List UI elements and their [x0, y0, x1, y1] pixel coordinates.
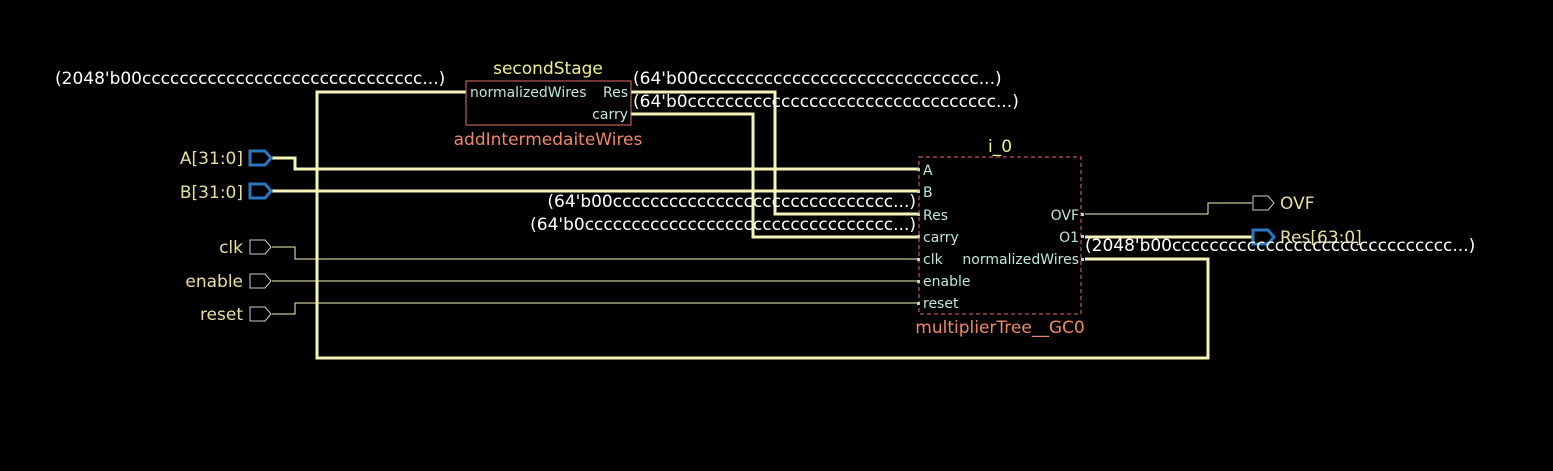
input-port-a[interactable]: A[31:0] [180, 149, 273, 169]
signal-port-icon[interactable] [249, 239, 272, 255]
wire-ovf[interactable] [1085, 202, 1252, 215]
pin-label-carry: carry [923, 230, 959, 246]
wire-group [272, 90, 1252, 360]
port-label: enable [185, 272, 243, 292]
pin-label-carry: carry [592, 107, 628, 123]
pin-label-enable: enable [923, 274, 970, 290]
port-label: A[31:0] [180, 149, 243, 169]
wire-res[interactable] [631, 90, 919, 216]
bus-port-icon[interactable] [248, 149, 273, 167]
input-port-clk[interactable]: clk [219, 238, 272, 258]
pin-label-normalizedwires: normalizedWires [470, 85, 587, 101]
constant-labels: (2048'b00cccccccccccccccccccccccccccccc.… [55, 69, 1475, 256]
const-normalized-in: (2048'b00cccccccccccccccccccccccccccccc.… [55, 69, 445, 89]
pin-label-ovf: OVF [1051, 208, 1079, 224]
pin-dot [1081, 213, 1084, 216]
pin-dot [917, 302, 920, 305]
port-label: clk [219, 238, 243, 258]
port-label: reset [200, 305, 243, 325]
const-res-out: (64'b00cccccccccccccccccccccccccccccc...… [633, 69, 1002, 89]
input-port-b[interactable]: B[31:0] [180, 182, 273, 203]
pin-label-reset: reset [923, 296, 959, 312]
cell-instance-name: secondStage [493, 59, 603, 79]
pin-dot [917, 168, 920, 171]
pin-dot [917, 235, 920, 238]
port-label: B[31:0] [180, 183, 243, 203]
cell-instance-name: i_0 [988, 137, 1012, 157]
output-ports: OVF Res[63:0] [1251, 194, 1362, 248]
cell-type-name: addIntermedaiteWires [454, 130, 643, 150]
pin-label-a: A [923, 163, 933, 179]
pin-dot [917, 213, 920, 216]
port-label: Res[63:0] [1280, 228, 1362, 248]
input-ports: A[31:0] B[31:0] clk enable reset [180, 149, 273, 325]
wire-reset[interactable] [272, 302, 919, 315]
const-res-in: (64'b00cccccccccccccccccccccccccccccc...… [547, 192, 916, 212]
wire-clk[interactable] [272, 246, 919, 260]
bus-port-icon[interactable] [1251, 228, 1276, 246]
pin-label-b: B [923, 185, 933, 201]
const-normalized-out: (2048'b00cccccccccccccccccccccccccccccc.… [1085, 236, 1475, 256]
cell-i0[interactable]: i_0 A B Res carry clk enable reset OVF O… [915, 137, 1084, 338]
pin-label-o1: O1 [1059, 230, 1079, 246]
pin-label-res: Res [923, 208, 948, 224]
input-port-enable[interactable]: enable [185, 272, 272, 292]
pin-dot [1081, 258, 1084, 261]
const-carry-in: (64'b0ccccccccccccccccccccccccccccccccc.… [530, 215, 916, 235]
wire-a[interactable] [272, 156, 919, 171]
bus-port-icon[interactable] [248, 182, 273, 200]
output-port-res[interactable]: Res[63:0] [1251, 228, 1362, 248]
const-carry-out: (64'b0ccccccccccccccccccccccccccccccccc.… [633, 92, 1019, 112]
signal-port-icon[interactable] [1252, 195, 1275, 211]
wire-normalized-loop[interactable] [315, 90, 1210, 360]
pin-dots [917, 168, 1084, 305]
wire-carry[interactable] [631, 112, 919, 239]
pin-dot [917, 190, 920, 193]
pin-label-normalizedwires: normalizedWires [962, 252, 1079, 268]
cell-body[interactable] [465, 80, 632, 126]
pin-label-clk: clk [923, 252, 944, 268]
pin-dot [1081, 235, 1084, 238]
signal-port-icon[interactable] [249, 273, 272, 289]
cell-secondstage[interactable]: secondStage normalizedWires Res carry ad… [454, 59, 643, 150]
output-port-ovf[interactable]: OVF [1252, 194, 1315, 214]
input-port-reset[interactable]: reset [200, 305, 272, 325]
signal-port-icon[interactable] [249, 306, 272, 322]
port-label: OVF [1280, 194, 1315, 214]
pin-dot [917, 280, 920, 283]
cell-type-name: multiplierTree__GC0 [915, 318, 1084, 338]
pin-label-res: Res [603, 85, 628, 101]
pin-dot [917, 258, 920, 261]
